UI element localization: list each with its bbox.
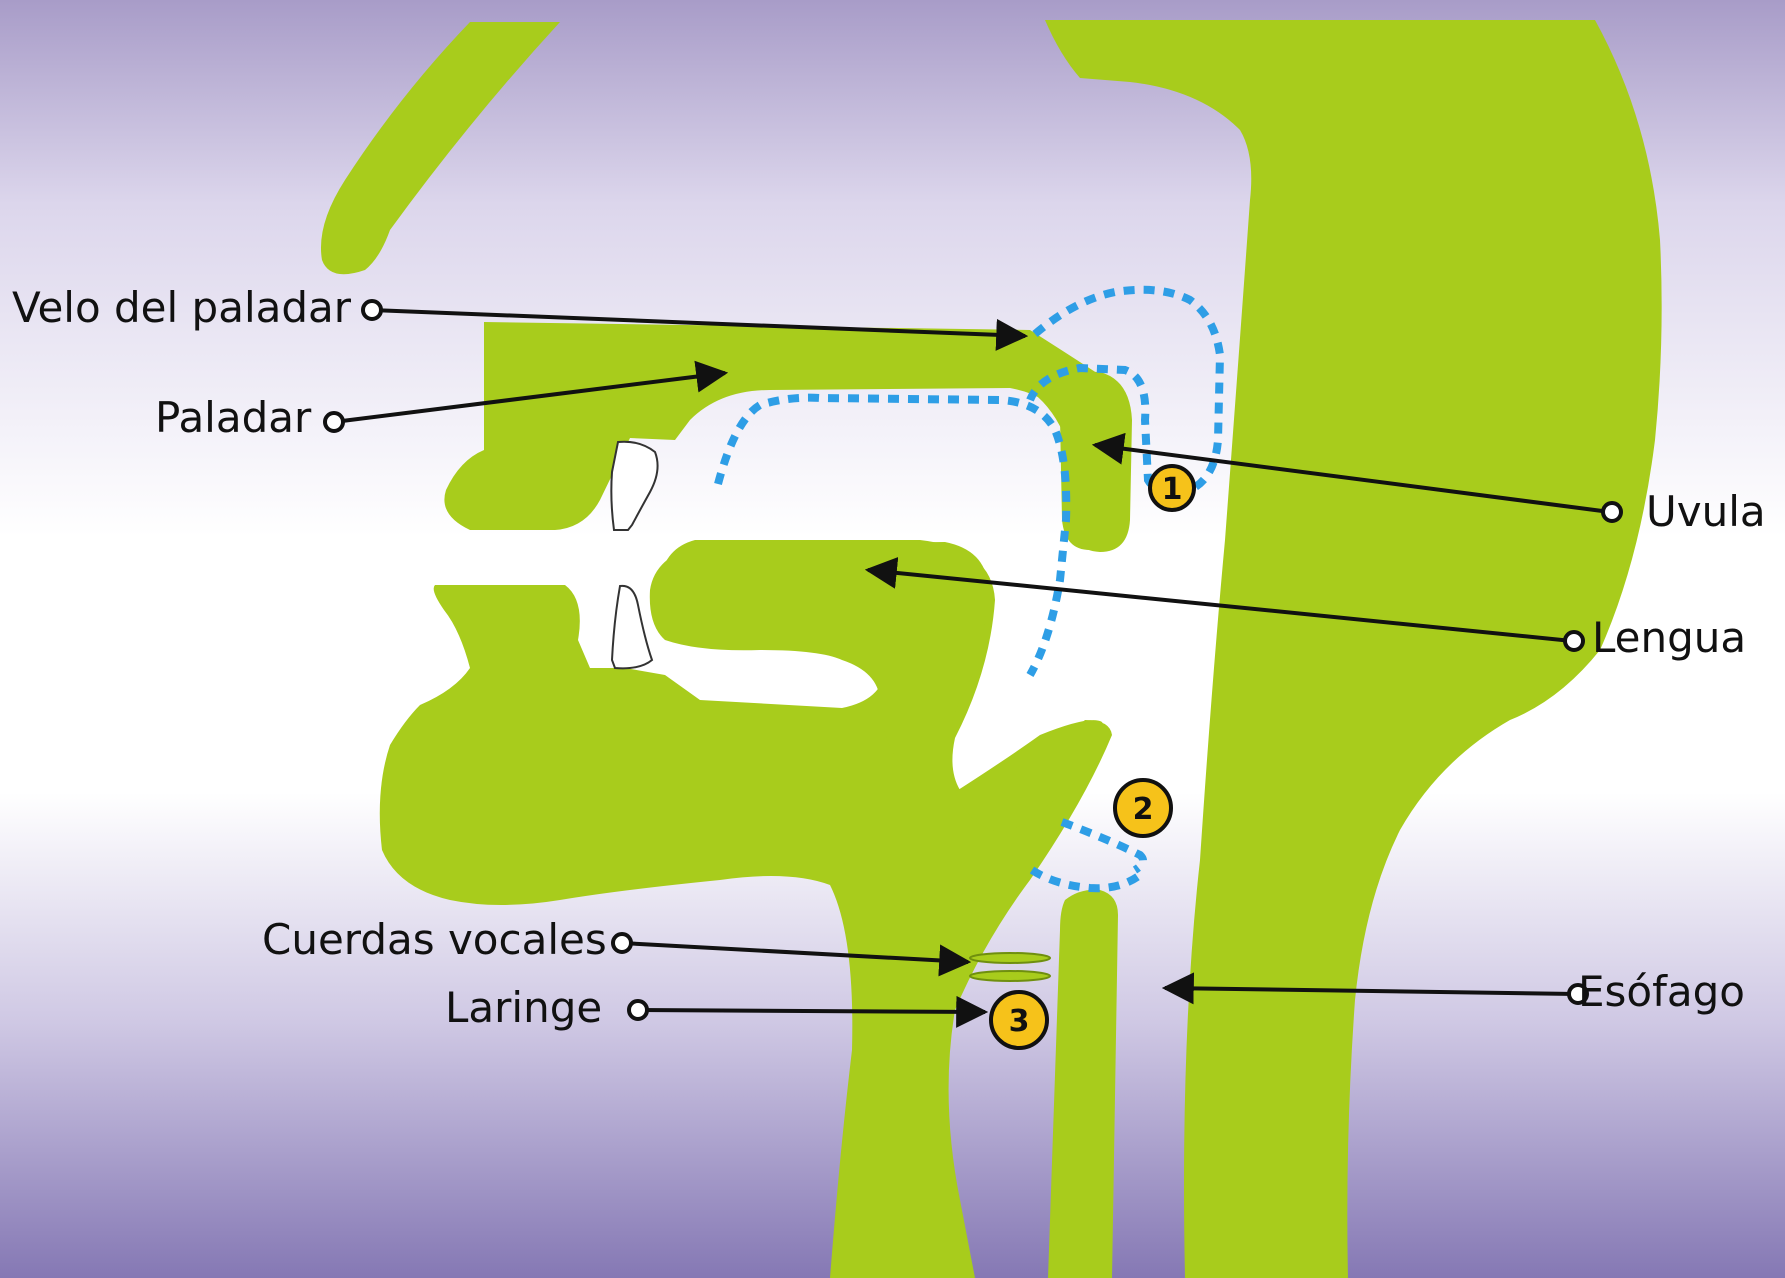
marker-1-text: 1 [1162, 472, 1183, 507]
marker-1: 1 [1150, 466, 1194, 510]
label-laringe: Laringe [445, 983, 602, 1032]
label-uvula: Uvula [1646, 487, 1766, 536]
arrow-laringe [638, 1010, 985, 1012]
label-cuerdas-vocales: Cuerdas vocales [262, 915, 607, 964]
label-lengua: Lengua [1592, 613, 1746, 662]
marker-3-text: 3 [1009, 1004, 1030, 1039]
label-paladar: Paladar [155, 393, 312, 442]
marker-2-text: 2 [1133, 792, 1154, 827]
label-velo-del-paladar: Velo del paladar [12, 283, 352, 332]
marker-3: 3 [991, 992, 1047, 1048]
marker-2: 2 [1115, 780, 1171, 836]
label-esofago: Esófago [1578, 967, 1745, 1016]
